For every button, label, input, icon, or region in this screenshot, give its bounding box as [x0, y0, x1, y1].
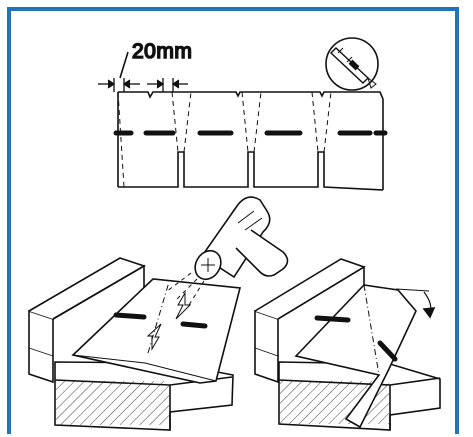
folding-diagram	[254, 258, 441, 431]
measurement-label: 20mm	[132, 40, 192, 63]
shingle-top-edge	[118, 91, 384, 100]
shingle-sheet-bent	[294, 284, 417, 429]
utility-knife-icon	[325, 37, 379, 91]
shingle-tabs	[118, 151, 384, 191]
batten-front	[28, 309, 54, 384]
cut-lines	[117, 91, 332, 188]
heat-gun-icon	[165, 196, 289, 306]
label-leader-line	[119, 51, 129, 79]
shingle-cut-diagram: 20mm	[98, 37, 388, 191]
heating-diagram	[28, 257, 242, 431]
dimension-arrows	[98, 78, 188, 92]
